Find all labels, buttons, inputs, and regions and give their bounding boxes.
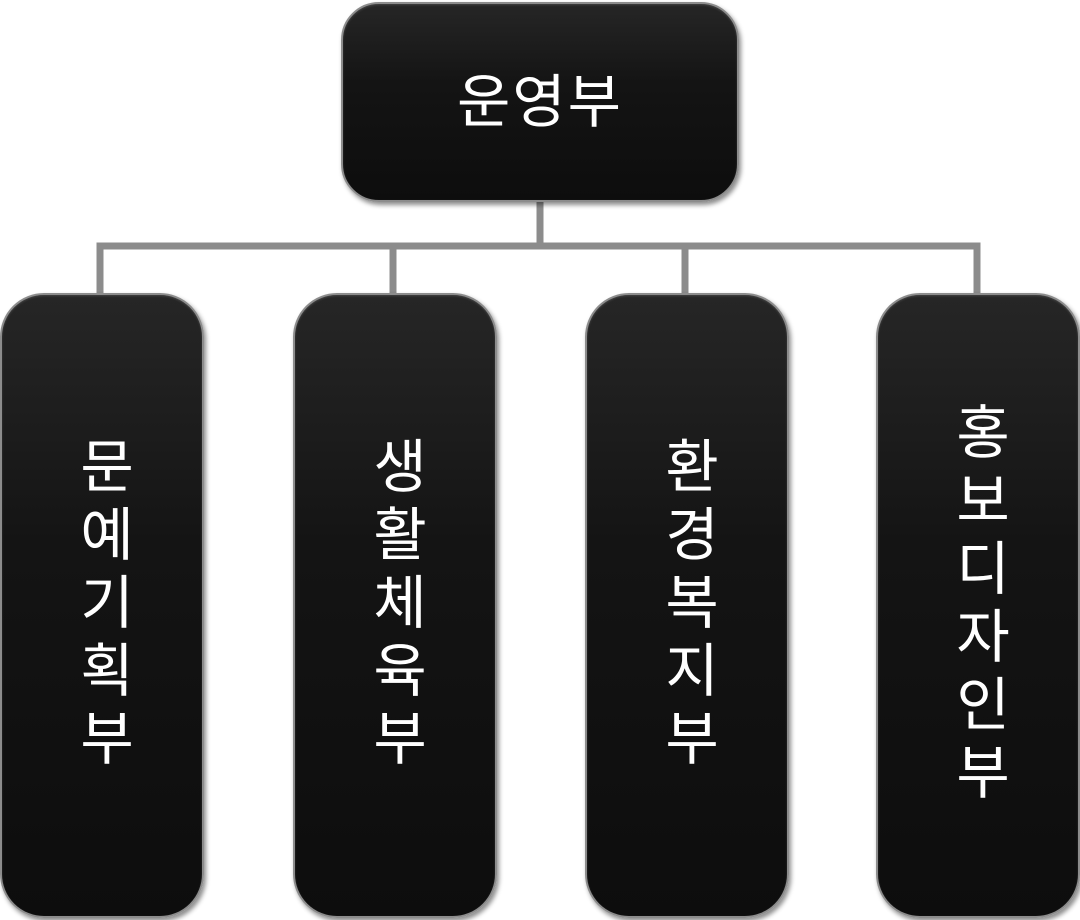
child-node-label: 홍보디자인부 (944, 401, 1012, 810)
child-node-label: 환경복지부 (653, 435, 721, 776)
root-node-label: 운영부 (456, 68, 624, 136)
child-node-munye: 문예기획부 (0, 293, 204, 918)
child-node-label: 문예기획부 (68, 435, 136, 776)
child-node-hwangyeong: 환경복지부 (585, 293, 789, 918)
child-node-hongbo: 홍보디자인부 (876, 293, 1080, 918)
child-node-saenghwal: 생활체육부 (293, 293, 497, 918)
child-node-label: 생활체육부 (361, 435, 429, 776)
root-node: 운영부 (341, 2, 739, 202)
